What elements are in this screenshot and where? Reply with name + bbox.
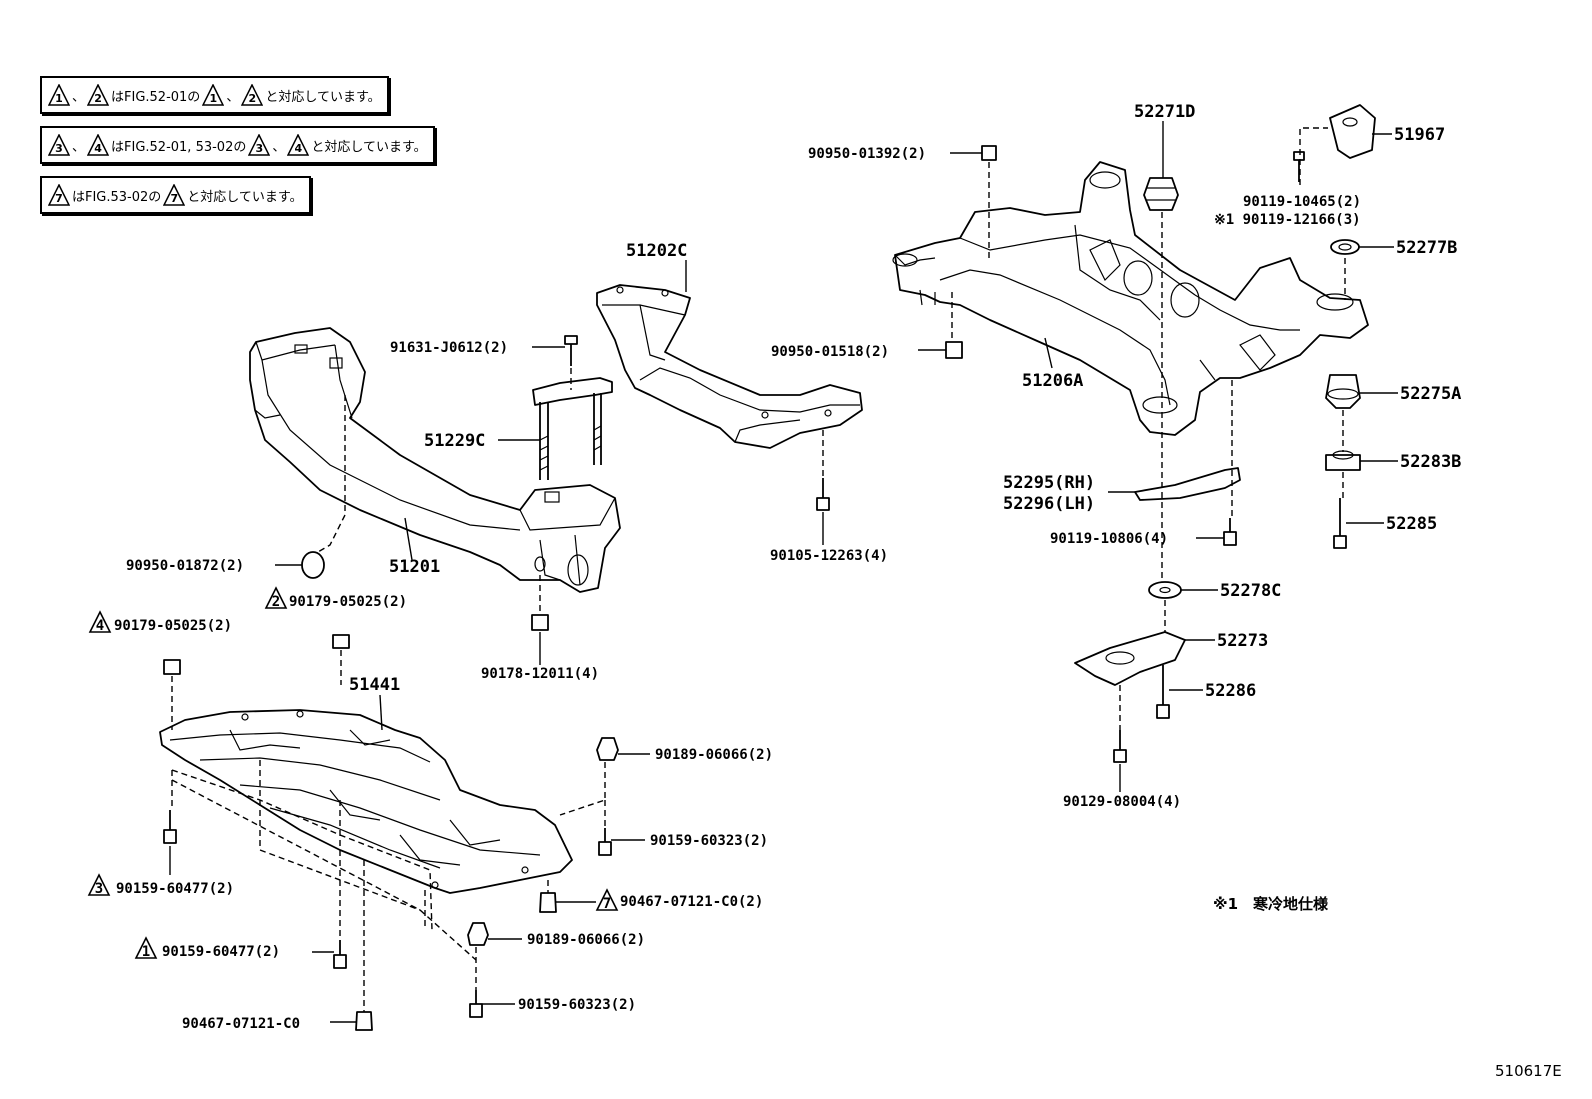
triangle-marker-7: 7 — [595, 888, 619, 912]
bracket-51967 — [1329, 104, 1376, 159]
bushing-52271d — [1143, 177, 1179, 211]
label-90105-12263: 90105-12263(4) — [770, 548, 888, 564]
triangle-icon: 2 — [241, 84, 264, 106]
front-brace — [596, 284, 863, 449]
label-51201: 51201 — [389, 557, 440, 577]
label-90129-08004: 90129-08004(4) — [1063, 794, 1181, 810]
triangle-icon: 1 — [48, 84, 70, 106]
bolt-52285 — [1333, 498, 1347, 549]
nut-90178-12011 — [531, 614, 549, 631]
svg-text:3: 3 — [95, 881, 103, 897]
label-52273: 52273 — [1217, 631, 1268, 651]
nut-90179-05025-a — [332, 634, 350, 649]
svg-text:2: 2 — [272, 594, 280, 610]
bolt-90159-60323-b — [469, 990, 483, 1018]
bushing-52275a — [1325, 374, 1361, 409]
dashed-guides — [171, 127, 1346, 1012]
label-90179-05025-a: 90179-05025(2) — [289, 594, 407, 610]
leader-lines — [169, 121, 1398, 1023]
triangle-icon: 4 — [87, 134, 110, 156]
bolt-90129-08004 — [1113, 730, 1127, 763]
clip-90189-06066-a — [596, 737, 619, 761]
triangle-icon: 3 — [248, 134, 271, 156]
bolt-91631-j0612 — [564, 335, 578, 366]
washer-52283b — [1325, 450, 1361, 471]
engine-under-cover — [159, 709, 573, 894]
svg-text:7: 7 — [603, 896, 611, 912]
label-52271d: 52271D — [1134, 102, 1195, 122]
label-90159-60323-b: 90159-60323(2) — [518, 997, 636, 1013]
label-90179-05025-b: 90179-05025(2) — [114, 618, 232, 634]
bolt-90105-12263 — [816, 478, 830, 511]
label-90159-60477-a: 90159-60477(2) — [116, 881, 234, 897]
note-1: 1 、 2 はFIG.52-01の 1 、 2 と対応しています。 — [40, 76, 389, 114]
figure-code: 510617E — [1495, 1062, 1562, 1080]
notes-panel: 1 、 2 はFIG.52-01の 1 、 2 と対応しています。 3 、 4 … — [40, 76, 435, 226]
label-90119-12166: ※1 90119-12166(3) — [1214, 212, 1361, 228]
bolt-90119-10806 — [1223, 518, 1237, 546]
front-crossmember — [249, 327, 621, 593]
label-90119-10806: 90119-10806(4) — [1050, 531, 1168, 547]
label-90189-06066-a: 90189-06066(2) — [655, 747, 773, 763]
triangle-icon: 3 — [48, 134, 70, 156]
label-52275a: 52275A — [1400, 384, 1461, 404]
plate-52273 — [1074, 631, 1186, 686]
label-90467-07121-c0-b: 90467-07121-C0 — [182, 1016, 300, 1032]
label-52296-lh: 52296(LH) — [1003, 494, 1095, 514]
label-90189-06066-b: 90189-06066(2) — [527, 932, 645, 948]
label-90159-60477-b: 90159-60477(2) — [162, 944, 280, 960]
triangle-icon: 7 — [48, 184, 70, 206]
clip-90189-06066-b — [467, 922, 489, 946]
label-52277b: 52277B — [1396, 238, 1457, 258]
rear-subframe — [892, 161, 1369, 436]
plug-90950-01518 — [945, 341, 963, 359]
label-90467-07121-c0-a: 90467-07121-C0(2) — [620, 894, 763, 910]
note-2: 3 、 4 はFIG.52-01, 53-02の 3 、 4 と対応しています。 — [40, 126, 435, 164]
bolt-90159-60323-a — [598, 828, 612, 856]
bolt-90159-60477-b — [333, 940, 347, 969]
triangle-icon: 7 — [163, 184, 186, 206]
triangle-marker-1: 1 — [134, 936, 158, 960]
label-52278c: 52278C — [1220, 581, 1281, 601]
label-51441: 51441 — [349, 675, 400, 695]
label-51206a: 51206A — [1022, 371, 1083, 391]
stopper-plate-52295 — [1134, 467, 1241, 501]
label-51967: 51967 — [1394, 125, 1445, 145]
triangle-icon: 2 — [87, 84, 110, 106]
note-3: 7 はFIG.53-02の 7 と対応しています。 — [40, 176, 311, 214]
triangle-marker-4: 4 — [88, 610, 112, 634]
washer-52277b — [1330, 239, 1360, 255]
plug-90950-01872 — [301, 551, 325, 579]
label-52286: 52286 — [1205, 681, 1256, 701]
label-51202c: 51202C — [626, 241, 687, 261]
clip-90467-07121-c0-b — [355, 1011, 373, 1031]
bolt-90119-10465 — [1293, 151, 1305, 182]
label-90159-60323-a: 90159-60323(2) — [650, 833, 768, 849]
label-90119-10465: 90119-10465(2) — [1243, 194, 1361, 210]
triangle-marker-2: 2 — [264, 586, 288, 610]
label-90178-12011: 90178-12011(4) — [481, 666, 599, 682]
footnote: ※1 寒冷地仕様 — [1213, 895, 1329, 913]
washer-52278c — [1148, 581, 1182, 599]
triangle-icon: 4 — [287, 134, 310, 156]
svg-text:1: 1 — [142, 944, 150, 960]
label-52295-rh: 52295(RH) — [1003, 473, 1095, 493]
label-91631-j0612: 91631-J0612(2) — [390, 340, 508, 356]
label-52283b: 52283B — [1400, 452, 1461, 472]
clip-90467-07121-c0-a — [539, 892, 557, 913]
bolt-52286 — [1156, 665, 1170, 719]
triangle-icon: 1 — [202, 84, 225, 106]
svg-text:4: 4 — [96, 618, 104, 634]
label-90950-01872: 90950-01872(2) — [126, 558, 244, 574]
label-51229c: 51229C — [424, 431, 485, 451]
nut-90179-05025-b — [163, 659, 181, 675]
label-52285: 52285 — [1386, 514, 1437, 534]
label-90950-01518: 90950-01518(2) — [771, 344, 889, 360]
bracket-u-bolt — [532, 377, 613, 480]
label-90950-01392: 90950-01392(2) — [808, 146, 926, 162]
plug-90950-01392 — [981, 145, 997, 161]
triangle-marker-3: 3 — [87, 873, 111, 897]
bolt-90159-60477-a — [163, 810, 177, 844]
